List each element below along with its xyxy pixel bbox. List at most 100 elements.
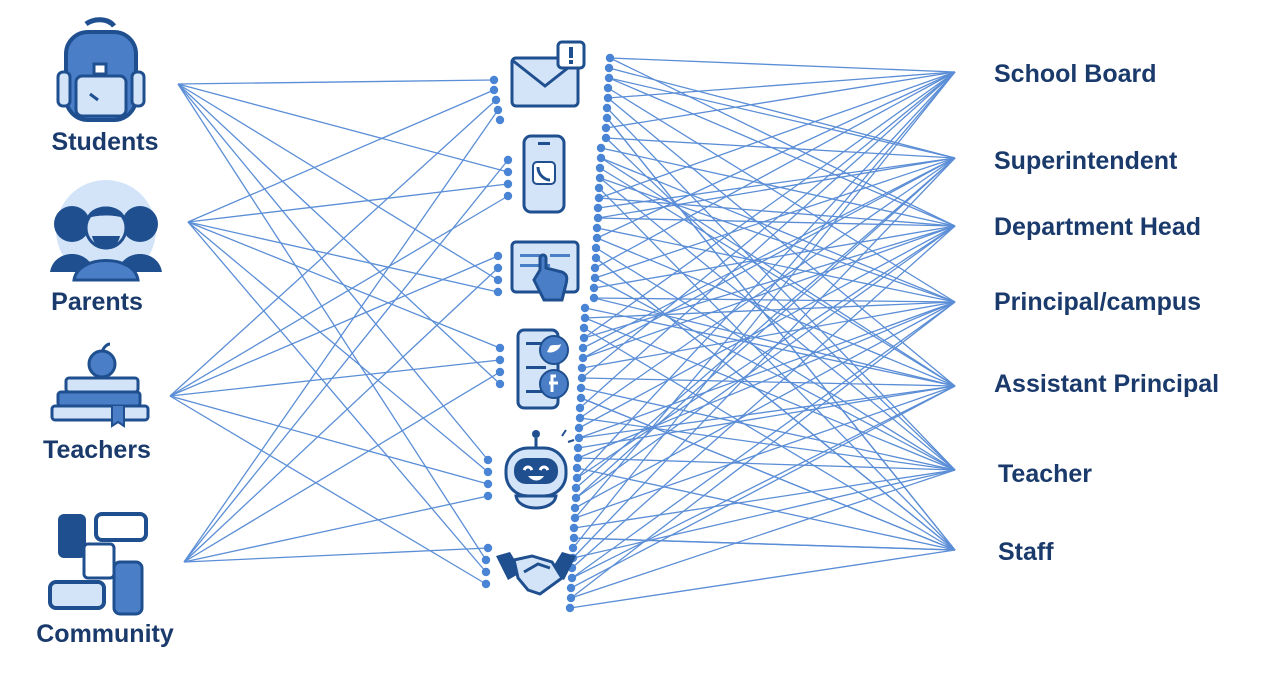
connection-dot bbox=[596, 143, 606, 153]
connection-dot bbox=[575, 413, 585, 423]
connection-line bbox=[584, 307, 956, 387]
connection-dot bbox=[567, 573, 577, 583]
connection-dot bbox=[580, 303, 590, 313]
connection-line bbox=[598, 197, 956, 227]
connection-dot bbox=[503, 179, 513, 189]
connection-line bbox=[177, 83, 489, 461]
connection-dots bbox=[481, 53, 615, 613]
connection-dot bbox=[602, 113, 612, 123]
connection-line bbox=[571, 385, 956, 579]
connection-line bbox=[187, 221, 487, 573]
connection-dot bbox=[493, 287, 503, 297]
connection-line bbox=[571, 301, 956, 579]
connection-dot bbox=[592, 233, 602, 243]
connection-line bbox=[575, 157, 956, 499]
connection-line bbox=[177, 79, 495, 85]
connection-dot bbox=[594, 193, 604, 203]
connection-dot bbox=[578, 353, 588, 363]
connection-dot bbox=[495, 115, 505, 125]
connection-line bbox=[584, 317, 956, 471]
connection-line bbox=[177, 83, 499, 281]
group-label-community: Community bbox=[36, 620, 174, 648]
connection-line bbox=[570, 469, 956, 599]
connection-line bbox=[582, 225, 956, 359]
connection-line bbox=[597, 157, 956, 209]
people-icon bbox=[50, 180, 162, 282]
connection-dot bbox=[593, 203, 603, 213]
connection-dot bbox=[568, 543, 578, 553]
email-alert-icon bbox=[510, 40, 586, 108]
connection-dot bbox=[574, 433, 584, 443]
connection-dot bbox=[569, 533, 579, 543]
connection-line bbox=[187, 221, 489, 473]
connection-line bbox=[606, 117, 956, 551]
connection-dot bbox=[570, 513, 580, 523]
connection-line bbox=[183, 547, 489, 563]
connection-line bbox=[599, 167, 956, 387]
connection-dot bbox=[580, 313, 590, 323]
connection-dot bbox=[495, 367, 505, 377]
connection-line bbox=[597, 217, 956, 227]
connection-line bbox=[574, 301, 956, 509]
connection-line bbox=[583, 225, 956, 339]
connection-line bbox=[593, 225, 956, 289]
connection-line bbox=[583, 71, 956, 339]
connection-line bbox=[169, 195, 509, 397]
connection-line bbox=[599, 177, 956, 303]
connection-dot bbox=[503, 155, 513, 165]
connection-line bbox=[599, 177, 956, 471]
connection-line bbox=[177, 83, 487, 561]
connection-line bbox=[594, 157, 956, 279]
connection-dot bbox=[573, 453, 583, 463]
connection-line bbox=[572, 157, 956, 559]
connection-line bbox=[577, 457, 956, 471]
connection-line bbox=[571, 225, 956, 569]
group-label-parents: Parents bbox=[51, 288, 143, 316]
connection-line bbox=[609, 57, 956, 73]
connection-line bbox=[169, 359, 501, 397]
connection-dot bbox=[595, 163, 605, 173]
connection-line bbox=[169, 255, 499, 397]
connection-line bbox=[595, 247, 956, 471]
connection-line bbox=[580, 387, 956, 471]
connection-lines bbox=[169, 57, 956, 609]
connection-line bbox=[573, 469, 956, 529]
connection-line bbox=[579, 157, 956, 419]
recipient-label-teacher: Teacher bbox=[998, 460, 1093, 488]
connection-line bbox=[183, 495, 489, 563]
connection-dot bbox=[604, 73, 614, 83]
books-apple-icon bbox=[50, 342, 150, 428]
connection-line bbox=[183, 371, 501, 563]
recipient-label-staff: Staff bbox=[998, 538, 1054, 566]
connection-line bbox=[575, 225, 956, 499]
connection-dot bbox=[481, 555, 491, 565]
connection-line bbox=[169, 395, 487, 585]
connection-line bbox=[187, 221, 499, 293]
connection-dot bbox=[565, 603, 575, 613]
chatbot-icon bbox=[504, 429, 575, 510]
connection-dot bbox=[491, 95, 501, 105]
connection-line bbox=[187, 89, 495, 223]
phone-call-icon bbox=[522, 134, 566, 214]
connection-line bbox=[574, 71, 956, 519]
connection-dot bbox=[579, 323, 589, 333]
connection-dot bbox=[577, 363, 587, 373]
connection-line bbox=[572, 469, 956, 559]
handshake-icon bbox=[496, 552, 576, 596]
connection-line bbox=[600, 147, 956, 227]
connection-dot bbox=[574, 423, 584, 433]
connection-line bbox=[596, 237, 956, 387]
hands-circle-icon bbox=[48, 512, 148, 616]
connection-dot bbox=[602, 103, 612, 113]
connection-dot bbox=[589, 283, 599, 293]
connection-dot bbox=[495, 379, 505, 389]
connection-line bbox=[605, 137, 956, 159]
connection-dot bbox=[493, 263, 503, 273]
connection-dot bbox=[503, 191, 513, 201]
connection-line bbox=[594, 277, 956, 471]
connection-dot bbox=[503, 167, 513, 177]
connection-dot bbox=[604, 63, 614, 73]
connection-dot bbox=[591, 243, 601, 253]
connection-line bbox=[607, 71, 956, 99]
